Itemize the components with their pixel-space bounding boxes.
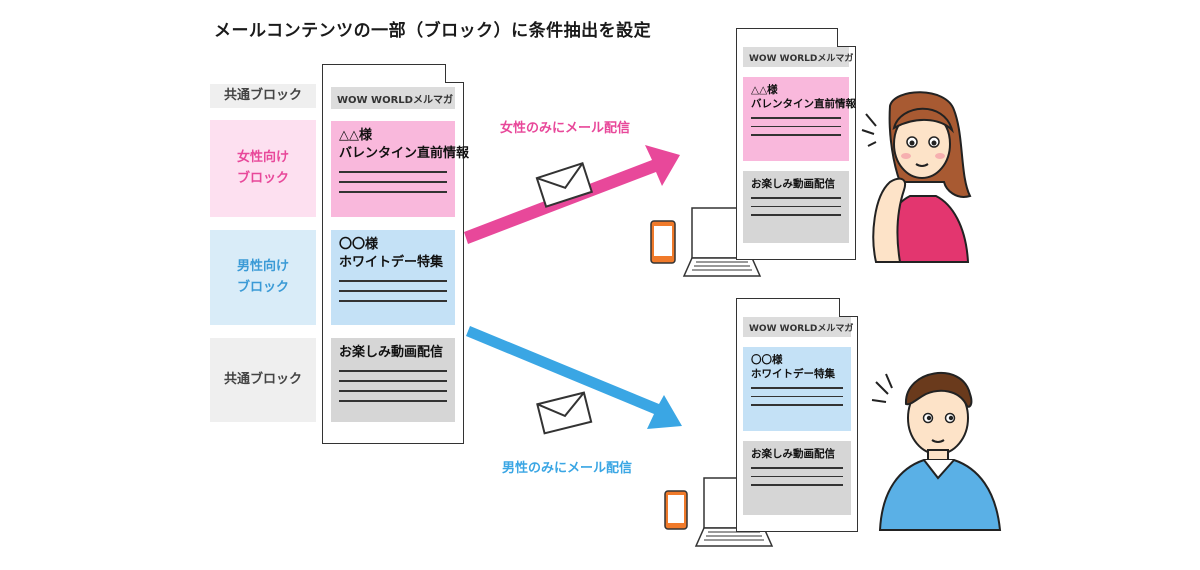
- envelope-icon: [536, 391, 593, 435]
- text-placeholder-lines: [751, 197, 841, 216]
- male-block-name: 〇〇様: [751, 354, 783, 366]
- female-delivery-caption: 女性のみにメール配信: [500, 121, 631, 136]
- page-fold-icon: [839, 298, 858, 317]
- male-content-block: 〇〇様 ホワイトデー特集: [331, 230, 455, 325]
- common-block-title: お楽しみ動画配信: [339, 345, 444, 360]
- male-block-name: 〇〇様: [339, 237, 379, 252]
- smartphone-icon: [664, 490, 688, 530]
- female-newsletter-document: WOW WORLDメルマガ △△様 バレンタイン直前情報 お楽しみ動画配信: [736, 28, 856, 260]
- newsletter-header: WOW WORLDメルマガ: [743, 317, 853, 337]
- male-block-headline: ホワイトデー特集: [751, 368, 835, 380]
- smartphone-icon: [650, 220, 676, 264]
- common-content-block: お楽しみ動画配信: [743, 441, 851, 515]
- female-content-block: △△様 バレンタイン直前情報: [331, 121, 470, 217]
- label-common-bottom-text: 共通ブロック: [223, 371, 302, 387]
- newsletter-header: WOW WORLDメルマガ: [331, 87, 455, 109]
- male-delivery-caption: 男性のみにメール配信: [502, 461, 633, 476]
- main-newsletter-document: WOW WORLDメルマガ △△様 バレンタイン直前情報 〇〇様 ホワイトデー特…: [322, 64, 470, 444]
- woman-illustration: [861, 91, 972, 263]
- common-block-title: お楽しみ動画配信: [751, 448, 835, 460]
- male-newsletter-document: WOW WORLDメルマガ 〇〇様 ホワイトデー特集 お楽しみ動画配信: [736, 298, 858, 532]
- female-block-name: △△様: [751, 84, 778, 96]
- common-content-block: お楽しみ動画配信: [743, 171, 849, 243]
- envelope-icon: [535, 162, 594, 208]
- text-placeholder-lines: [339, 370, 447, 402]
- diagram-title: メールコンテンツの一部（ブロック）に条件抽出を設定: [214, 21, 652, 41]
- text-placeholder-lines: [339, 171, 447, 193]
- man-illustration: [871, 371, 1002, 531]
- female-block-name: △△様: [339, 128, 372, 143]
- male-content-block: 〇〇様 ホワイトデー特集: [743, 347, 851, 431]
- female-content-block: △△様 バレンタイン直前情報: [743, 77, 856, 161]
- page-fold-icon: [445, 64, 464, 83]
- newsletter-header: WOW WORLDメルマガ: [743, 47, 853, 67]
- label-common-top-text: 共通ブロック: [223, 87, 302, 103]
- label-common-bottom: 共通ブロック: [210, 338, 316, 422]
- male-arrow-icon: [466, 326, 682, 429]
- label-male-text: 男性向け ブロック: [236, 258, 289, 295]
- female-block-headline: バレンタイン直前情報: [339, 146, 470, 161]
- text-placeholder-lines: [751, 387, 843, 406]
- common-content-block: お楽しみ動画配信: [331, 338, 455, 422]
- label-male-block: 男性向け ブロック: [210, 230, 316, 325]
- label-female-text: 女性向け ブロック: [236, 149, 289, 186]
- common-block-title: お楽しみ動画配信: [751, 178, 835, 190]
- text-placeholder-lines: [339, 280, 447, 302]
- text-placeholder-lines: [751, 117, 841, 136]
- label-female-block: 女性向け ブロック: [210, 120, 316, 217]
- label-common-top: 共通ブロック: [210, 84, 316, 108]
- male-block-headline: ホワイトデー特集: [339, 255, 444, 270]
- text-placeholder-lines: [751, 467, 843, 486]
- page-fold-icon: [837, 28, 856, 47]
- female-block-headline: バレンタイン直前情報: [751, 98, 856, 110]
